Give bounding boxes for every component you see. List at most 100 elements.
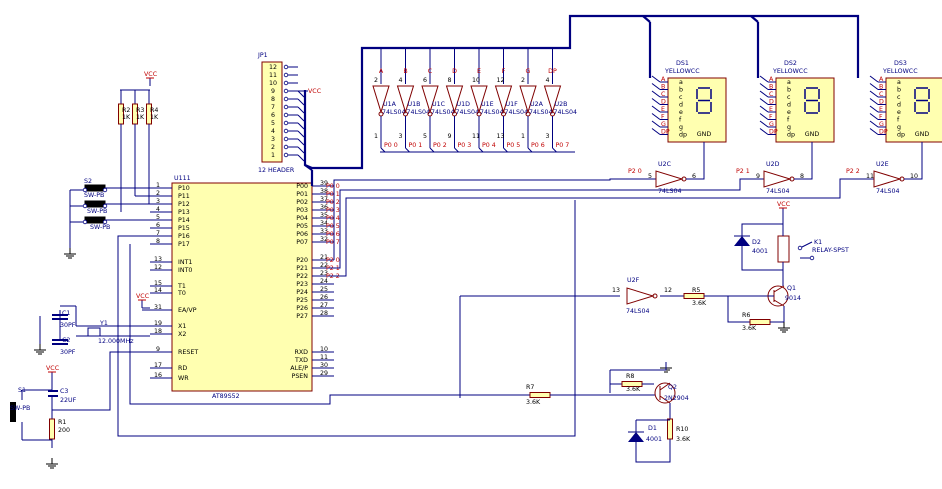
- mcu-pin-number: 29: [320, 370, 328, 377]
- mcu-pin-number: 18: [154, 328, 162, 335]
- switch-ref: S1: [18, 387, 26, 394]
- relay-contact: [799, 241, 813, 249]
- segment-pin-name: c: [897, 94, 901, 101]
- crystal-value: 12.000MHz: [98, 338, 134, 345]
- mcu-pin-name: ALE/P: [290, 365, 308, 372]
- mcu-pin-name: T1: [177, 283, 186, 290]
- inverter: [421, 85, 439, 114]
- segment-pin-name: g: [897, 124, 901, 131]
- header-vcc: VCC: [308, 88, 322, 95]
- pin-circle: [283, 120, 289, 126]
- mcu-pin-name: P17: [178, 241, 190, 248]
- segment-label: C: [428, 68, 433, 75]
- bus-entry: [503, 147, 508, 153]
- mcu-pin-name: P14: [178, 217, 190, 224]
- display-pin-label: DP: [661, 129, 670, 136]
- mcu-pin-name: P11: [178, 193, 190, 200]
- resistor-ref: R8: [626, 373, 634, 380]
- transistor-part: 2N2904: [664, 395, 689, 402]
- display-gnd: GND: [697, 131, 712, 138]
- pin-number: 2: [521, 77, 525, 84]
- segment-pin-name: e: [897, 109, 901, 116]
- mcu-pin-name: P21: [296, 265, 308, 272]
- bus-entry: [651, 75, 661, 83]
- pin-circle: [102, 203, 108, 209]
- display-pin-label: G: [769, 121, 774, 128]
- net-p21: [330, 178, 746, 269]
- resistor: [529, 392, 551, 398]
- bus-entry: [651, 113, 661, 120]
- pin-number: 12: [497, 77, 505, 84]
- segment-label: E: [477, 68, 481, 75]
- pin-number: 11: [472, 133, 480, 140]
- mcu-pin-name: PSEN: [292, 373, 309, 380]
- mcu-pin-name: INT0: [178, 267, 192, 274]
- cap-value: 22UF: [60, 397, 77, 404]
- segment-label: F: [502, 68, 506, 75]
- resistor-value: 3.6K: [742, 325, 757, 332]
- bus-entry: [759, 128, 769, 135]
- pin-circle: [797, 245, 803, 251]
- pin-circle: [283, 80, 289, 86]
- mcu-pin-name: P25: [296, 297, 308, 304]
- mcu-pin-number: 31: [154, 304, 162, 311]
- inverter-part: 74LS04: [554, 109, 578, 116]
- display-pin-label: B: [879, 84, 883, 91]
- bus-entry: [651, 83, 661, 90]
- vcc-label: VCC: [144, 71, 158, 78]
- mcu-pin-name: P01: [296, 191, 308, 198]
- driver-output: [686, 158, 705, 180]
- bus-entry: [527, 147, 533, 153]
- mcu-pin-number: 17: [154, 362, 162, 369]
- diode-value: 4001: [752, 248, 768, 255]
- pin-number: 5: [648, 173, 652, 180]
- crystal: [87, 327, 101, 337]
- cap-ref: C3: [60, 388, 68, 395]
- digit-segments: [696, 87, 712, 114]
- resistor-ref: R3: [136, 107, 144, 114]
- inverter: [655, 170, 684, 188]
- mcu-pin-name: P23: [296, 281, 308, 288]
- inverter-ref: U2A: [530, 101, 544, 108]
- resistor-value: 1K: [136, 114, 145, 121]
- net-p20: [333, 178, 638, 260]
- segment-pin-name: b: [897, 87, 901, 94]
- pin-circle: [102, 187, 108, 193]
- bus-entry: [759, 105, 769, 113]
- driver-part: 74LS04: [876, 188, 900, 195]
- mcu-pin-number: 24: [320, 278, 328, 285]
- digit-segments: [804, 87, 820, 114]
- capacitor-plate: [48, 390, 58, 392]
- segment-pin-name: f: [787, 117, 790, 124]
- display-pin-label: D: [879, 99, 884, 106]
- inverter-bubble: [652, 293, 658, 299]
- inverter-part: 74LS04: [382, 109, 406, 116]
- resistor-ref: R6: [742, 312, 750, 319]
- vcc-label: VCC: [777, 201, 791, 208]
- display-pin-label: E: [879, 106, 883, 113]
- mcu-pin-number: 21: [320, 254, 328, 261]
- segment-pin-name: g: [787, 124, 791, 131]
- pin-circle: [283, 144, 289, 150]
- segment-pin-name: dp: [897, 132, 905, 139]
- pin-number: 13: [497, 133, 505, 140]
- display-pin-label: DP: [879, 129, 888, 136]
- bus-entry: [405, 147, 410, 153]
- display-pin-label: A: [661, 76, 666, 83]
- segment-pin-name: f: [897, 117, 900, 124]
- switch-ref: S2: [84, 178, 92, 185]
- pin-circle: [809, 255, 815, 261]
- mcu-pin-name: RESET: [178, 349, 198, 356]
- net-label: P0 6: [531, 142, 545, 149]
- inverter-part: 74LS04: [407, 109, 431, 116]
- bus-entry: [297, 130, 305, 138]
- segment-pin-name: c: [787, 94, 791, 101]
- bus-entry: [297, 114, 305, 122]
- mcu-pin-name: P20: [296, 257, 308, 264]
- net-label: P0 0: [384, 142, 398, 149]
- net-label: P0 7: [326, 239, 340, 246]
- inverter: [543, 85, 562, 114]
- mcu-pin-number: 13: [154, 256, 162, 263]
- relay-label: RELAY-SPST: [812, 247, 849, 254]
- net-label: P0 1: [326, 191, 340, 198]
